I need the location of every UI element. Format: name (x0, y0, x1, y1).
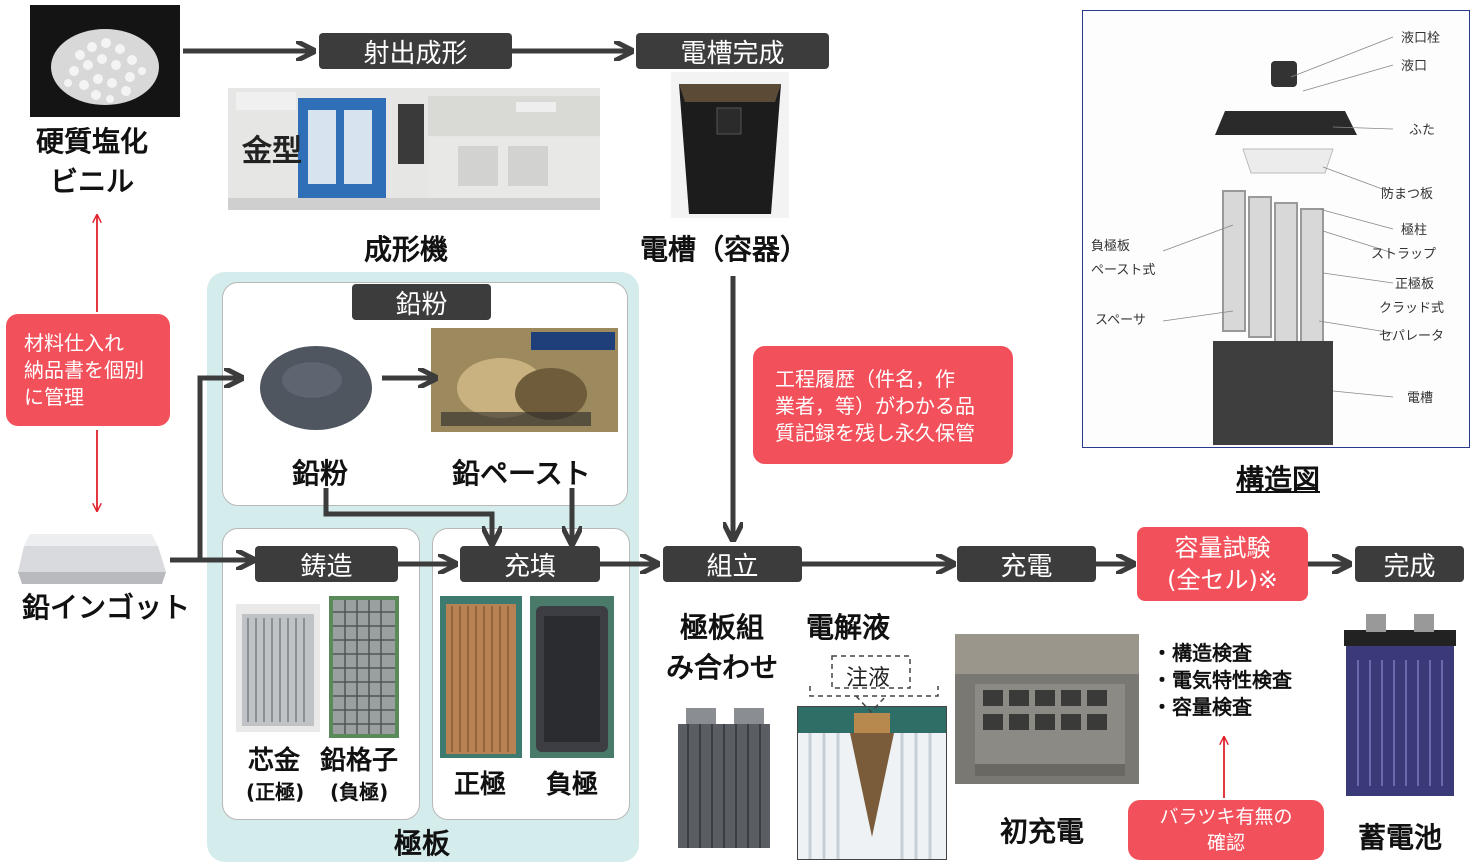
step-complete: 完成 (1355, 546, 1464, 582)
note-variation-check: バラツキ有無の 確認 (1128, 800, 1324, 860)
core-metal-sublabel: (正極) (246, 780, 305, 804)
structure-diagram: 液口栓 液口 ふた 防まつ板 極柱 ストラップ 負極板 ペースト式 正極板 クラ… (1082, 10, 1470, 448)
electrolyte-label: 電解液 (806, 611, 891, 644)
lead-grid-image (329, 596, 399, 738)
step-lead-powder: 鉛粉 (352, 284, 491, 320)
lead-grid-label: 鉛格子 (320, 746, 399, 776)
lead-paste-label: 鉛ペースト (452, 457, 591, 490)
storage-battery-image (1336, 610, 1464, 804)
step-container-complete: 電槽完成 (636, 33, 829, 69)
step-casting: 鋳造 (255, 546, 398, 582)
lead-ingot-label: 鉛インゴット (22, 591, 191, 624)
struct-splash-plate: 防まつ板 (1381, 187, 1434, 202)
lead-powder-label: 鉛粉 (292, 457, 349, 490)
core-metal-image (236, 604, 320, 732)
inspection-item: ・電気特性検査 (1152, 668, 1292, 692)
inspection-item: ・容量検査 (1152, 695, 1252, 719)
battery-label: 蓄電池 (1358, 821, 1443, 854)
struct-paste-type: ペースト式 (1091, 263, 1156, 278)
lead-powder-image (256, 332, 376, 436)
note-process-history: 工程履歴（件名，作 業者，等）がわかる品 質記録を残し永久保管 (753, 346, 1013, 464)
positive-plate-image (440, 596, 522, 758)
initial-charge-image (955, 634, 1139, 784)
struct-lid: ふた (1409, 123, 1436, 138)
step-capacity-test: 容量試験 (全セル)※ (1137, 527, 1308, 601)
initial-charge-label: 初充電 (1000, 815, 1085, 848)
electrolyte-battery-image (797, 706, 947, 860)
molding-machine-label: 成形機 (364, 233, 449, 266)
molding-machine-image (228, 68, 600, 220)
struct-positive-plate: 正極板 (1395, 277, 1435, 292)
structure-title: 構造図 (1236, 463, 1321, 496)
struct-vent: 液口 (1401, 59, 1428, 74)
step-filling: 充填 (460, 546, 600, 582)
struct-clad-type: クラッド式 (1379, 301, 1445, 316)
container-image (671, 72, 789, 218)
lead-grid-sublabel: (負極) (330, 780, 389, 804)
plates-label: 極板 (394, 827, 451, 860)
note-material-management: 材料仕入れ 納品書を個別 に管理 (6, 314, 170, 426)
pvc-pellets-image (30, 5, 180, 117)
positive-label: 正極 (454, 770, 507, 800)
inspection-list: ・構造検査 ・電気特性検査 ・容量検査 (1152, 640, 1292, 721)
step-charging: 充電 (957, 546, 1096, 582)
pvc-label: 硬質塩化 ビニル (36, 125, 149, 198)
struct-negative-plate: 負極板 (1091, 239, 1131, 254)
plate-group-image (664, 694, 784, 854)
injection-label: 注液 (846, 666, 891, 691)
struct-spacer: スペーサ (1095, 313, 1146, 328)
plate-group-label: 極板組 み合わせ (666, 611, 779, 684)
step-assembly: 組立 (663, 546, 802, 582)
struct-vent-plug: 液口栓 (1401, 31, 1441, 46)
struct-container: 電槽 (1407, 391, 1434, 406)
lead-ingot-image (16, 526, 168, 590)
mold-label: 金型 (242, 134, 302, 169)
step-injection-molding: 射出成形 (319, 33, 512, 69)
struct-pole: 極柱 (1401, 223, 1428, 238)
lead-paste-image (431, 328, 618, 432)
inspection-item: ・構造検査 (1152, 641, 1252, 665)
struct-strap: ストラップ (1371, 247, 1437, 262)
negative-label: 負極 (546, 770, 599, 800)
core-metal-label: 芯金 (248, 746, 301, 776)
negative-plate-image (530, 596, 614, 758)
container-label: 電槽（容器） (640, 233, 809, 266)
struct-separator: セパレータ (1379, 329, 1445, 344)
